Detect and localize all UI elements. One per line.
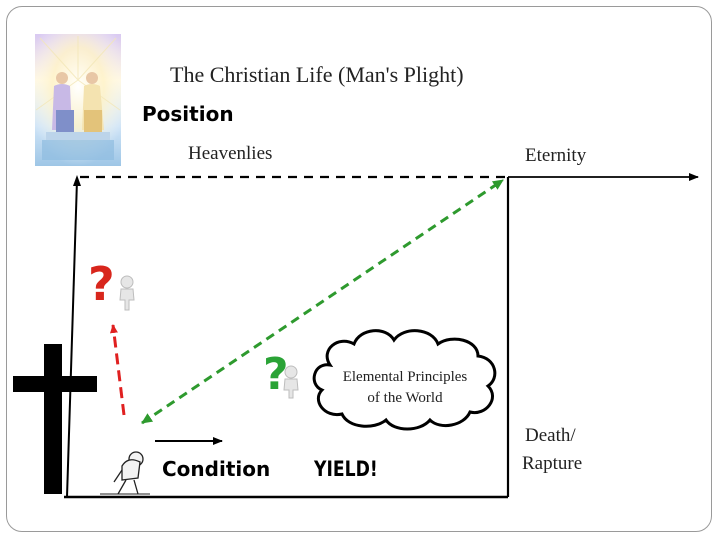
tired-figure (100, 451, 150, 495)
svg-text:?: ? (88, 257, 115, 311)
red-question-figure: ? (88, 257, 135, 311)
cloud-line1: Elemental Principles (343, 369, 468, 385)
yield-label: YIELD! (313, 456, 378, 481)
condition-label: Condition (162, 457, 270, 481)
svg-text:?: ? (263, 349, 289, 400)
cloud-shape: Elemental Principles of the World (312, 329, 497, 431)
heavenlies-label: Heavenlies (188, 143, 272, 164)
slide-title: The Christian Life (Man's Plight) (170, 62, 464, 87)
green-dashed-arrow (141, 178, 504, 425)
left-vertical-line (66, 179, 78, 498)
eternity-label: Eternity (525, 145, 587, 166)
green-question-figure: ? (263, 349, 299, 400)
death-label: Death/ (525, 425, 576, 446)
position-label: Position (142, 102, 234, 126)
rapture-label: Rapture (522, 453, 582, 474)
throne-illustration (35, 34, 121, 166)
red-dashed-arrow (110, 324, 126, 416)
left-vertical-arrowhead (73, 175, 81, 186)
cross-icon (13, 344, 97, 494)
cloud-line2: of the World (367, 390, 443, 406)
